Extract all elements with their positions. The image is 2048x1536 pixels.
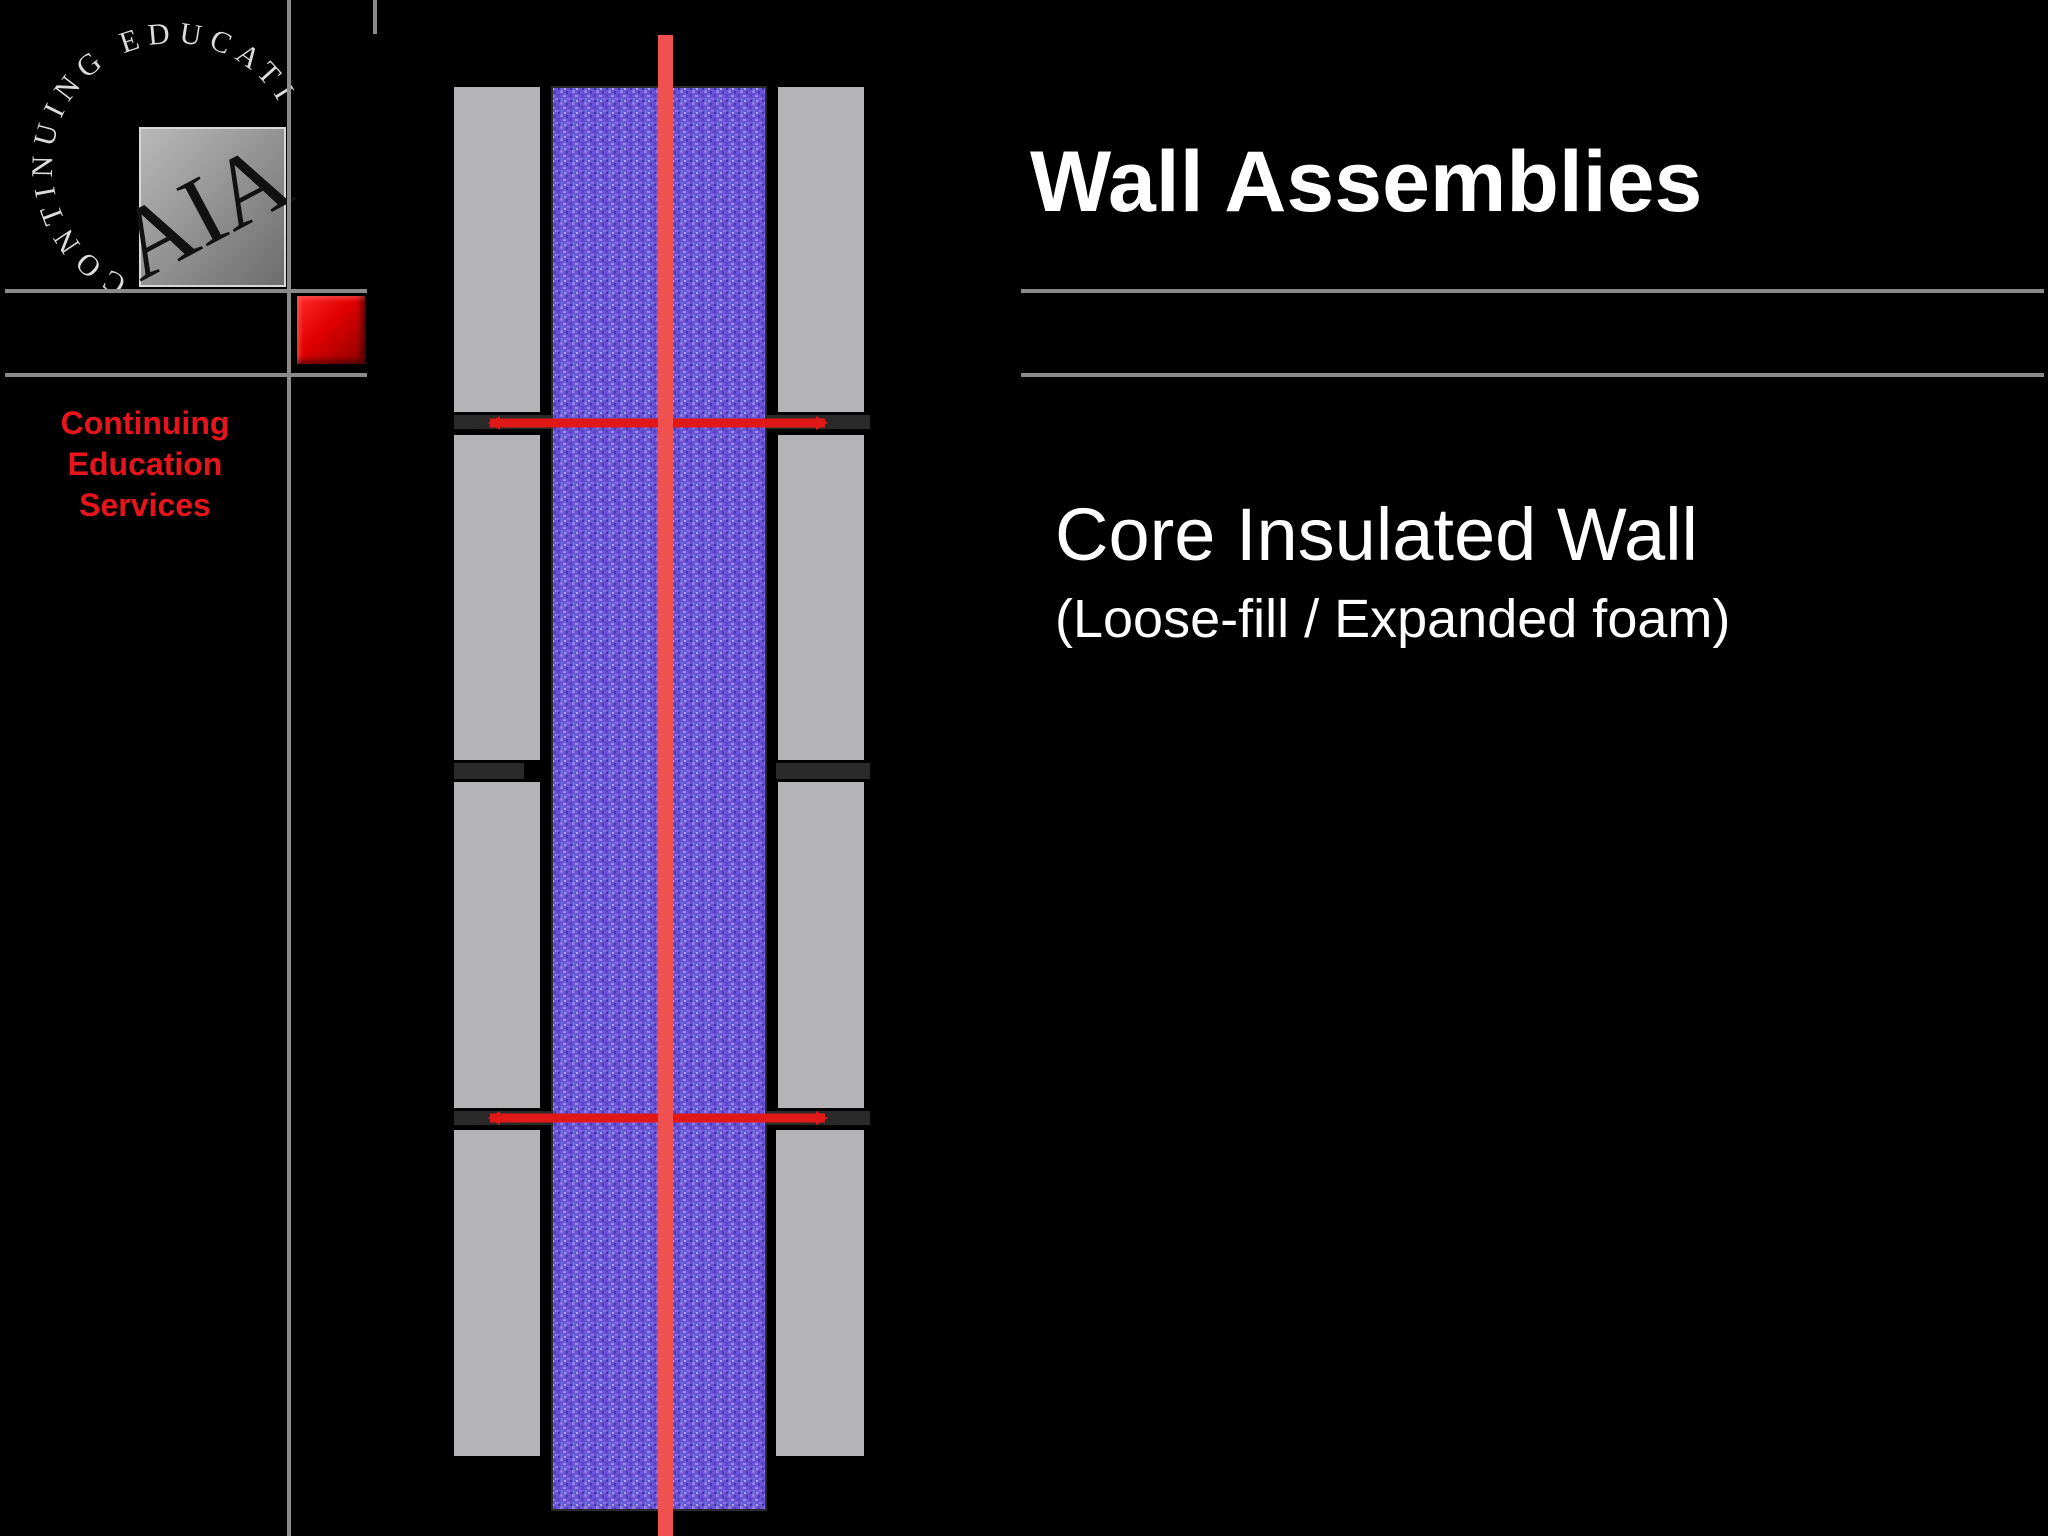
masonry-block-left bbox=[454, 87, 540, 412]
continuing-education-services-label: Continuing Education Services bbox=[60, 405, 230, 523]
slide-subtitle-note: (Loose-fill / Expanded foam) bbox=[1055, 589, 1731, 649]
wall-tie-arrow bbox=[488, 1111, 500, 1125]
masonry-block-left bbox=[454, 1130, 540, 1456]
slide-subtitle: Core Insulated Wall bbox=[1055, 493, 1698, 576]
masonry-block-right bbox=[778, 782, 864, 1108]
mortar-joint bbox=[776, 763, 870, 779]
sidebar-rule-bottom bbox=[5, 373, 367, 377]
wall-tie-arrow bbox=[816, 416, 828, 430]
logo-aia-box bbox=[139, 127, 286, 287]
sidebar-rule-top bbox=[5, 289, 367, 293]
sidebar-divider-vertical bbox=[287, 0, 291, 1536]
masonry-block-left bbox=[454, 782, 540, 1108]
mortar-joint bbox=[454, 763, 524, 779]
masonry-block-right bbox=[778, 87, 864, 412]
masonry-block-right bbox=[778, 435, 864, 760]
red-accent-square bbox=[297, 296, 365, 364]
core-insulated-wall-diagram bbox=[440, 30, 880, 1536]
wall-tie-arrow bbox=[816, 1111, 828, 1125]
center-line bbox=[658, 35, 673, 1536]
slide-title: Wall Assemblies bbox=[1030, 134, 1703, 230]
top-tick-mark bbox=[373, 0, 377, 34]
masonry-block-left bbox=[454, 435, 540, 760]
title-rule-bottom bbox=[1021, 373, 2044, 377]
aia-continuing-education-logo: CONTINUING EDUCATION AIA bbox=[0, 0, 300, 300]
title-rule-top bbox=[1021, 289, 2044, 293]
masonry-block-right bbox=[776, 1130, 864, 1456]
wall-tie-arrow bbox=[488, 416, 500, 430]
